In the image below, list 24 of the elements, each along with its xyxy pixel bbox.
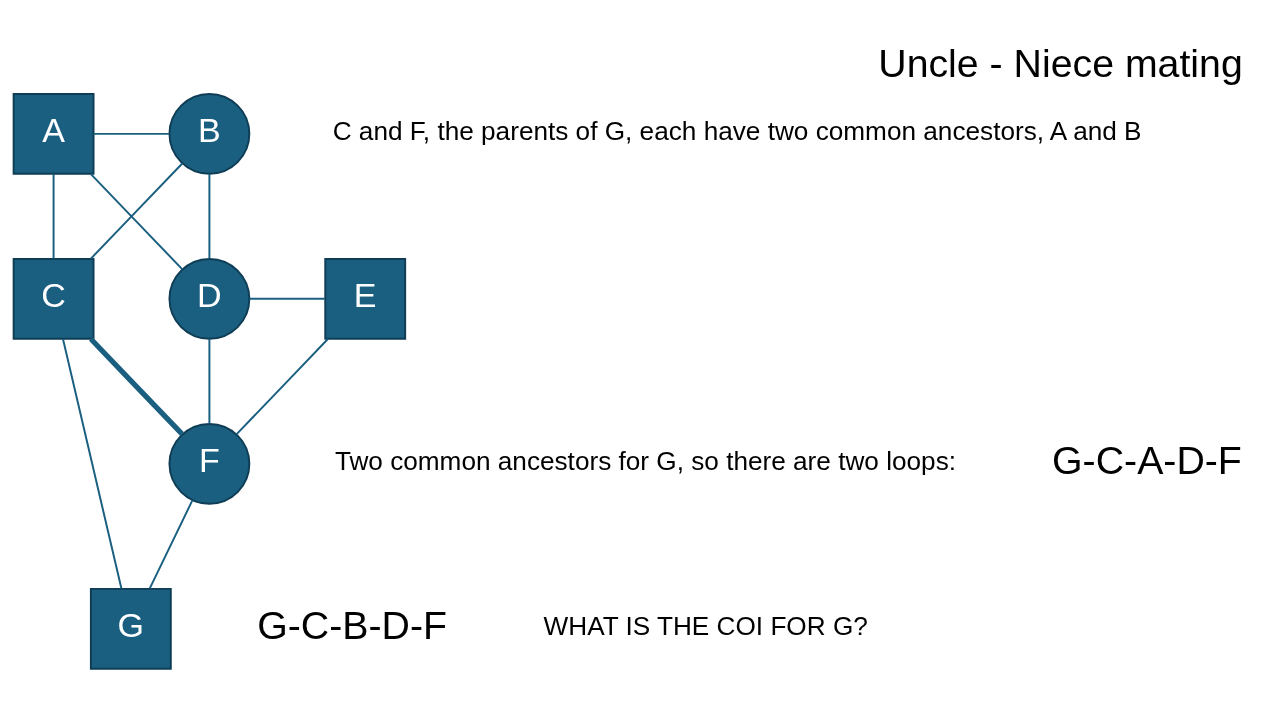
diagram-title: Uncle - Niece mating (878, 40, 1243, 85)
connector (148, 499, 194, 590)
connector (89, 173, 184, 271)
node-circle: F (168, 422, 251, 505)
connector (89, 337, 185, 436)
node-box: A (12, 92, 95, 175)
connector (52, 173, 55, 260)
node-circle: D (168, 257, 251, 340)
label: C and F, the parents of G, each have two common ancestors, A and B (332, 116, 1142, 147)
connector (62, 338, 123, 590)
node-box: G (89, 587, 172, 670)
connector (208, 173, 211, 260)
connector (92, 132, 171, 135)
connector (208, 338, 211, 425)
label: WHAT IS THE COI FOR G? (543, 611, 868, 642)
label: G-C-A-D-F (1052, 437, 1242, 482)
connector (89, 162, 184, 260)
connector (248, 297, 326, 300)
node-box: C (12, 257, 95, 340)
label: G-C-B-D-F (257, 602, 447, 647)
label: Two common ancestors for G, so there are two loops: (334, 446, 956, 477)
node-box: E (324, 257, 407, 340)
node-circle: B (168, 92, 251, 175)
connector (235, 338, 329, 436)
